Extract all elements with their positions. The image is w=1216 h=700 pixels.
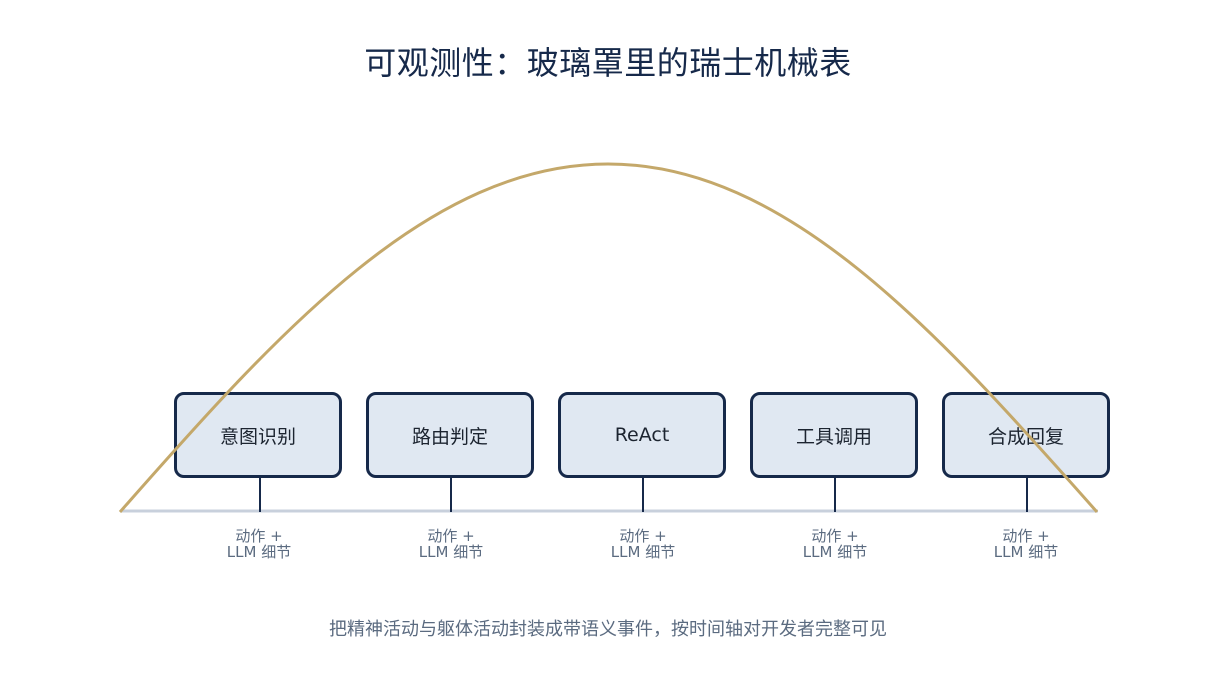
stage-box-intent-recognition: 意图识别 [174, 392, 342, 478]
caption: 把精神活动与躯体活动封装成带语义事件，按时间轴对开发者完整可见 [329, 619, 887, 640]
stage-note: 动作 + LLM 细节 [391, 528, 511, 560]
stage-note-line1: 动作 + [235, 527, 283, 545]
stage-note-line2: LLM 细节 [802, 543, 868, 561]
stage-box-react: ReAct [558, 392, 726, 478]
stage-note-line2: LLM 细节 [226, 543, 292, 561]
stage-box-compose-reply: 合成回复 [942, 392, 1110, 478]
stage-label: 合成回复 [987, 425, 1064, 448]
stage-box-tool-call: 工具调用 [750, 392, 918, 478]
stage-note: 动作 + LLM 细节 [199, 528, 319, 560]
stage-tick [642, 476, 644, 512]
stage-note-line1: 动作 + [811, 527, 859, 545]
stage-tick [259, 476, 261, 512]
stage-label: 意图识别 [219, 425, 296, 448]
stage-label: ReAct [614, 424, 670, 446]
stage-tick [450, 476, 452, 512]
stage-note-line1: 动作 + [619, 527, 667, 545]
stage-note-line2: LLM 细节 [418, 543, 484, 561]
stage-note: 动作 + LLM 细节 [966, 528, 1086, 560]
stage-tick [1026, 476, 1028, 512]
stage-note-line1: 动作 + [427, 527, 475, 545]
page-title: 可观测性：玻璃罩里的瑞士机械表 [364, 44, 852, 82]
stage-note-line2: LLM 细节 [993, 543, 1059, 561]
stage-note: 动作 + LLM 细节 [775, 528, 895, 560]
stage-note-line1: 动作 + [1002, 527, 1050, 545]
stage-tick [834, 476, 836, 512]
stage-label: 工具调用 [795, 425, 872, 448]
stage-note-line2: LLM 细节 [610, 543, 676, 561]
stage-label: 路由判定 [411, 425, 488, 448]
stage-box-routing-decision: 路由判定 [366, 392, 534, 478]
stage-note: 动作 + LLM 细节 [583, 528, 703, 560]
